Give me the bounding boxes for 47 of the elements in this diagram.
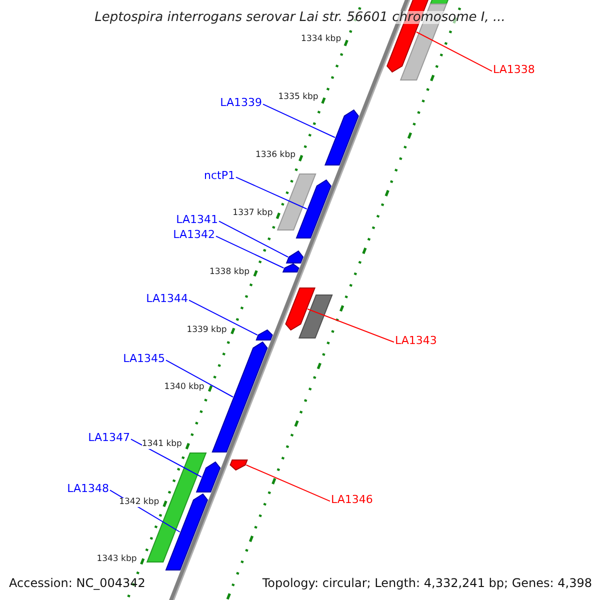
gene-label: LA1348 <box>67 483 109 494</box>
gene-feature <box>276 174 316 230</box>
scale-label: 1343 kbp <box>96 555 137 564</box>
gene-label: LA1339 <box>220 97 262 108</box>
gene-feature <box>296 179 332 238</box>
gene-feature <box>282 263 300 272</box>
gene-feature <box>212 341 268 452</box>
leader-line <box>246 464 330 502</box>
scale-label: 1342 kbp <box>119 498 160 506</box>
gene-label: LA1344 <box>146 293 188 304</box>
accession-text: Accession: NC_004342 <box>9 577 146 589</box>
gene-label: LA1346 <box>331 494 373 505</box>
leader-line <box>130 438 202 478</box>
gene-feature <box>256 329 273 340</box>
gene-label: LA1342 <box>173 229 215 240</box>
scale-label: 1335 kbp <box>278 93 318 102</box>
gene-feature <box>196 461 221 492</box>
scale-label: 1338 kbp <box>209 268 250 276</box>
scale-label: 1337 kbp <box>232 209 273 218</box>
gene-label: nctP1 <box>204 170 235 181</box>
leader-line <box>307 308 394 343</box>
topology-text: Topology: circular; Length: 4,332,241 bp; Genes: 4,398 <box>262 577 592 589</box>
gene-feature <box>324 109 359 166</box>
gene-label: LA1341 <box>176 214 218 225</box>
leader-line <box>236 176 308 210</box>
gene-feature <box>286 250 304 264</box>
gene-feature <box>298 294 333 338</box>
gene-label: LA1345 <box>123 353 165 364</box>
gene-feature <box>285 288 316 331</box>
title: Leptospira interrogans serovar Lai str. 56601 chromosome I, ... <box>94 11 506 24</box>
gene-label: LA1343 <box>395 335 437 346</box>
gene-feature <box>146 452 207 562</box>
scale-label: 1336 kbp <box>255 151 296 160</box>
leader-line <box>166 360 234 398</box>
gene-feature <box>165 493 208 570</box>
leader-line <box>416 32 492 72</box>
scale-label: 1334 kbp <box>301 35 342 44</box>
gene-feature <box>230 460 248 471</box>
leader-line <box>216 236 284 268</box>
gene-label: LA1347 <box>88 432 130 443</box>
scale-label: 1340 kbp <box>164 383 204 392</box>
leader-line <box>218 220 288 258</box>
scale-label: 1341 kbp <box>142 440 182 448</box>
leader-line <box>188 300 258 336</box>
leader-line <box>262 104 336 138</box>
scale-label: 1339 kbp <box>186 326 227 334</box>
gene-label: LA1338 <box>493 64 535 75</box>
